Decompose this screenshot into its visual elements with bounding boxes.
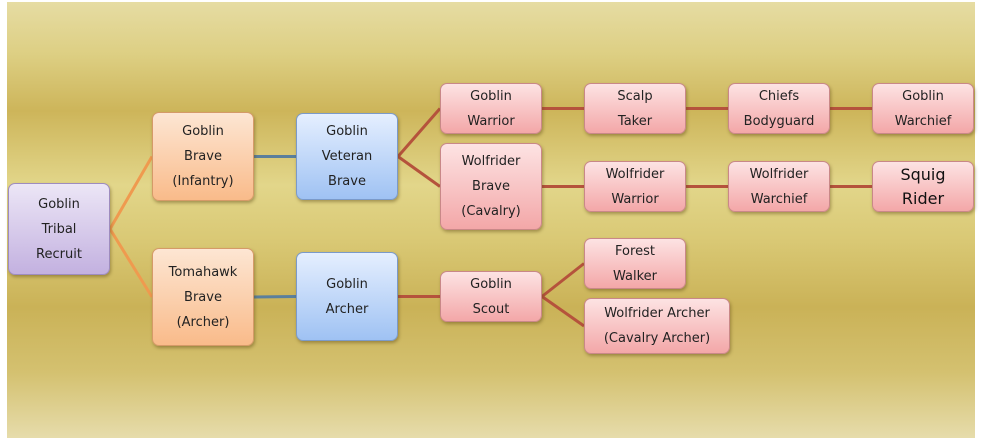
node-line: Brave bbox=[184, 149, 222, 164]
node-line: Wolfrider bbox=[749, 166, 809, 182]
node-line: Wolfrider bbox=[461, 154, 521, 169]
node-line: Warrior bbox=[611, 191, 659, 207]
node-line: Brave bbox=[184, 289, 222, 305]
node-forest-walker: Forest Walker bbox=[584, 238, 686, 289]
node-line: Warchief bbox=[894, 113, 952, 129]
node-line: Goblin bbox=[38, 196, 80, 212]
node-goblin-warrior: Goblin Warrior bbox=[440, 83, 542, 134]
node-line: Warrior bbox=[467, 113, 515, 129]
node-line: Taker bbox=[617, 113, 653, 129]
node-line: Bodyguard bbox=[743, 113, 815, 129]
node-line: Scalp bbox=[617, 88, 653, 104]
node-line: (Cavalry Archer) bbox=[603, 331, 711, 346]
node-line: Walker bbox=[612, 268, 657, 284]
node-line: Archer bbox=[325, 301, 369, 317]
node-line: Warchief bbox=[750, 191, 808, 207]
node-line: Rider bbox=[901, 188, 945, 208]
node-line: Wolfrider bbox=[605, 166, 665, 182]
node-chiefs-bodyguard: Chiefs Bodyguard bbox=[728, 83, 830, 134]
node-line: (Cavalry) bbox=[461, 204, 521, 219]
node-line: Tomahawk bbox=[168, 264, 238, 280]
node-line: Goblin bbox=[470, 276, 512, 292]
node-line: Goblin bbox=[326, 124, 368, 139]
node-line: Chiefs bbox=[758, 88, 800, 104]
node-line: (Archer) bbox=[176, 314, 230, 330]
node-line: Brave bbox=[328, 174, 366, 189]
node-line: (Infantry) bbox=[172, 174, 234, 189]
node-line: Brave bbox=[472, 179, 510, 194]
node-goblin-warchief: Goblin Warchief bbox=[872, 83, 974, 134]
node-line: Recruit bbox=[36, 246, 82, 262]
link-veteran-to-warrior bbox=[396, 107, 442, 158]
node-line: Tribal bbox=[41, 221, 77, 237]
link-scout-to-forest bbox=[541, 262, 585, 298]
node-line: Goblin bbox=[326, 276, 368, 292]
node-line: Scout bbox=[472, 301, 510, 317]
node-line: Goblin bbox=[470, 88, 512, 104]
node-goblin-archer: Goblin Archer bbox=[296, 252, 398, 341]
node-tomahawk-brave-archer: Tomahawk Brave (Archer) bbox=[152, 248, 254, 346]
node-wolfrider-warchief: Wolfrider Warchief bbox=[728, 161, 830, 212]
node-line: Forest bbox=[615, 243, 655, 259]
node-scalp-taker: Scalp Taker bbox=[584, 83, 686, 134]
node-goblin-veteran-brave: Goblin Veteran Brave bbox=[296, 113, 398, 200]
node-line: Wolfrider Archer bbox=[604, 306, 710, 321]
link-recruit-to-brave bbox=[108, 155, 154, 230]
node-line: Goblin bbox=[182, 124, 224, 139]
link-scout-to-wolfarcher bbox=[541, 295, 585, 328]
node-goblin-brave-infantry: Goblin Brave (Infantry) bbox=[152, 112, 254, 201]
node-line: Goblin bbox=[902, 88, 944, 104]
node-line: Squig bbox=[900, 164, 946, 184]
node-wolfrider-brave-cavalry: Wolfrider Brave (Cavalry) bbox=[440, 143, 542, 230]
link-tomahawk-to-archer bbox=[253, 295, 297, 299]
node-goblin-scout: Goblin Scout bbox=[440, 271, 542, 322]
node-wolfrider-warrior: Wolfrider Warrior bbox=[584, 161, 686, 212]
node-wolfrider-archer-cavalry-archer: Wolfrider Archer (Cavalry Archer) bbox=[584, 298, 730, 354]
node-goblin-tribal-recruit: Goblin Tribal Recruit bbox=[8, 183, 110, 275]
node-line: Veteran bbox=[321, 149, 373, 164]
link-recruit-to-tomahawk bbox=[108, 228, 154, 298]
node-squig-rider: Squig Rider bbox=[872, 161, 974, 212]
link-veteran-to-wolfbrave bbox=[397, 155, 441, 188]
